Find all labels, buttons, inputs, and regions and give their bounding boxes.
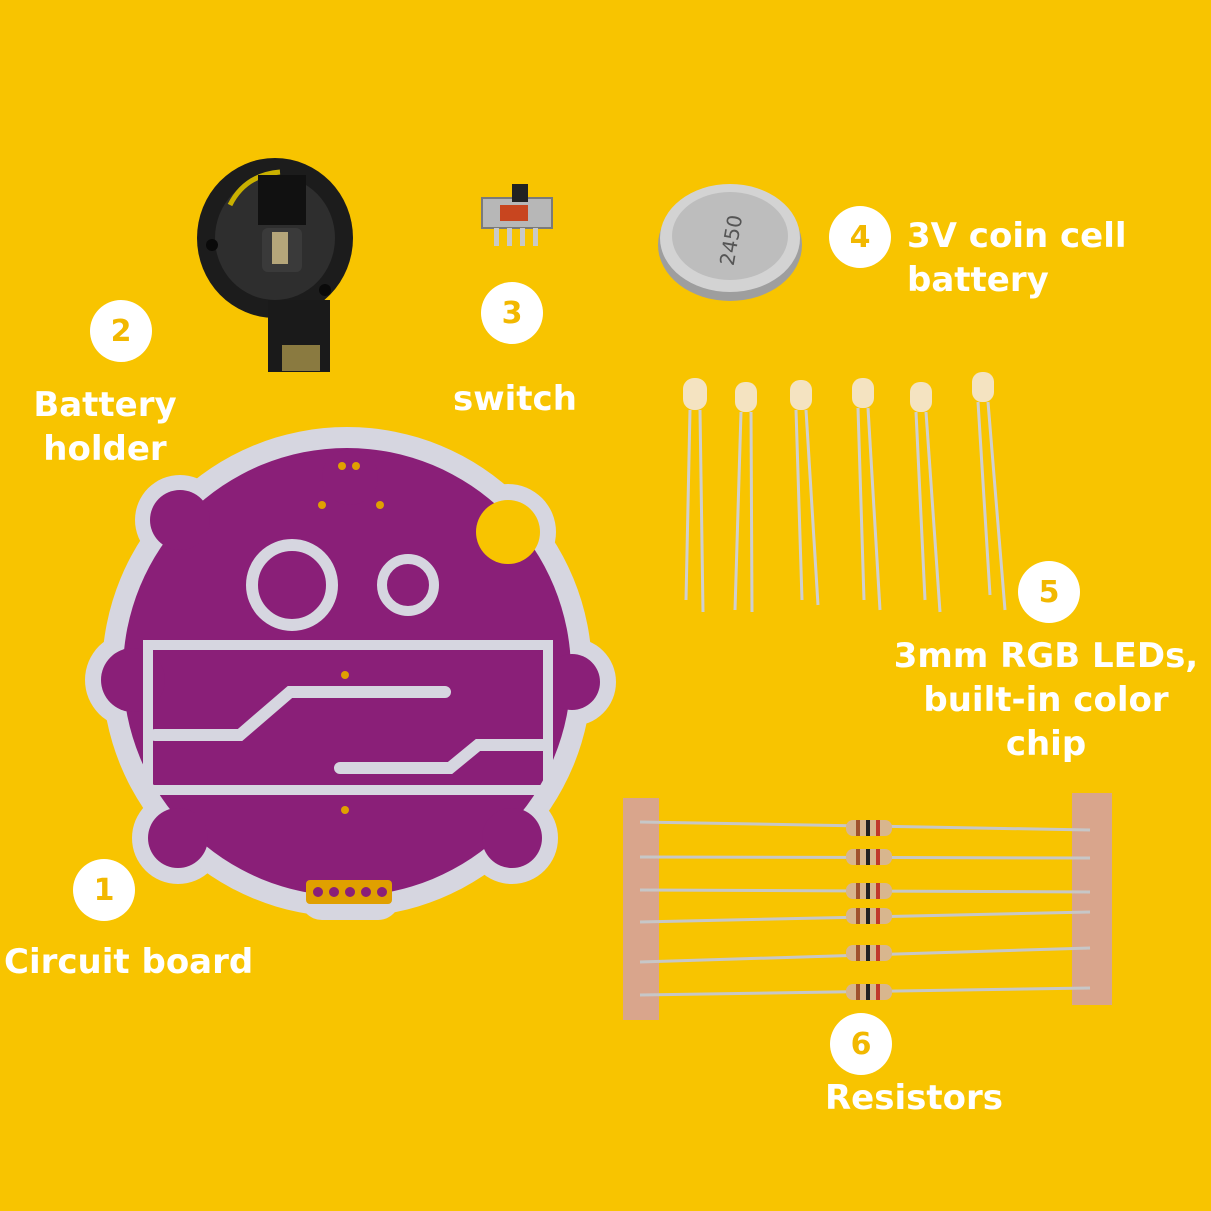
battery-holder-icon <box>197 158 353 372</box>
resistor-icon <box>846 883 892 899</box>
label-line: battery <box>907 260 1049 300</box>
badge-3: 3 <box>481 282 543 344</box>
label-line: switch <box>453 379 577 419</box>
badge-5: 5 <box>1018 561 1080 623</box>
led-icon <box>733 382 757 613</box>
label-line: chip <box>1005 724 1087 764</box>
resistor-icon <box>846 849 892 865</box>
led-icon <box>972 372 1007 611</box>
label-switch: switch <box>453 377 577 421</box>
label-line: 3mm RGB LEDs, <box>893 636 1199 676</box>
badge-1: 1 <box>73 859 135 921</box>
led-icon <box>910 382 942 613</box>
resistor-icon <box>846 945 892 961</box>
circuit-board-icon <box>85 427 616 920</box>
label-line: holder <box>43 429 167 469</box>
label-line: Circuit board <box>4 942 254 982</box>
led-icon <box>852 378 882 611</box>
switch-icon <box>481 184 553 246</box>
label-circuit-board: Circuit board <box>4 940 253 984</box>
label-rgb-leds: 3mm RGB LEDs, built-in color chip <box>885 634 1207 766</box>
badge-4: 4 <box>829 206 891 268</box>
led-group <box>683 372 1007 613</box>
label-battery-holder: Battery holder <box>22 383 188 471</box>
resistor-strip <box>623 793 1112 1020</box>
label-line: Resistors <box>825 1078 1003 1118</box>
coin-cell-battery-icon: 2450 <box>658 184 802 301</box>
badge-2: 2 <box>90 300 152 362</box>
led-icon <box>683 378 707 613</box>
resistor-icon <box>846 820 892 836</box>
label-line: built-in color <box>923 680 1169 720</box>
badge-6: 6 <box>830 1013 892 1075</box>
label-line: Battery <box>33 385 177 425</box>
label-coin-cell-battery: 3V coin cell battery <box>907 214 1127 302</box>
resistor-icon <box>846 984 892 1000</box>
led-icon <box>790 380 820 606</box>
label-line: 3V coin cell <box>907 216 1127 256</box>
resistor-icon <box>846 908 892 924</box>
label-resistors: Resistors <box>825 1076 1003 1120</box>
